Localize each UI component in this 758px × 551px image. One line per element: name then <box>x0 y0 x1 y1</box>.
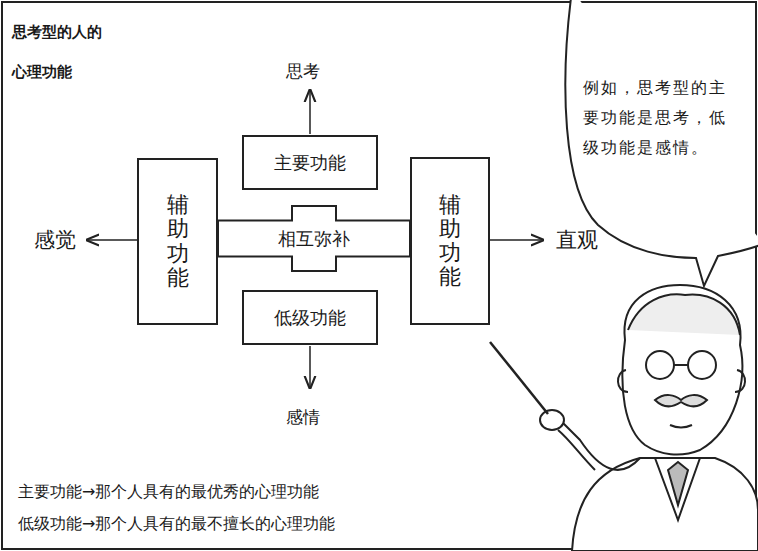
node-text: 主要功能 <box>274 152 346 174</box>
function-label: 感情 <box>286 406 320 429</box>
inferior-function-box: 低级功能 <box>242 290 378 345</box>
node-text: 辅助功能 <box>439 193 461 290</box>
complement-cross: 相互弥补 <box>218 205 410 272</box>
professor <box>490 285 758 551</box>
function-label: 直观 <box>556 226 598 254</box>
auxiliary-function-box: 辅助功能 <box>137 158 218 325</box>
main-function-box: 主要功能 <box>242 135 378 190</box>
function-label: 感觉 <box>34 226 76 254</box>
note: 主要功能→那个人具有的最优秀的心理功能 <box>18 482 319 503</box>
node-text: 例如，思考型的主要功能是思考，低级功能是感情。 <box>583 73 733 163</box>
function-label: 思考 <box>286 60 320 83</box>
node-text: 低级功能 <box>274 307 346 329</box>
arrow-down <box>309 346 311 388</box>
title: 思考型的人的 心理功能 <box>12 12 112 92</box>
arrow-left <box>87 239 137 241</box>
arrow-right <box>490 239 543 241</box>
auxiliary-function-box: 辅助功能 <box>410 157 490 325</box>
cross-path <box>218 206 410 271</box>
arrow-up <box>309 90 311 134</box>
node-text: 辅助功能 <box>167 193 189 290</box>
note: 低级功能→那个人具有的最不擅长的心理功能 <box>18 514 335 535</box>
node-text: 相互弥补 <box>278 228 350 250</box>
